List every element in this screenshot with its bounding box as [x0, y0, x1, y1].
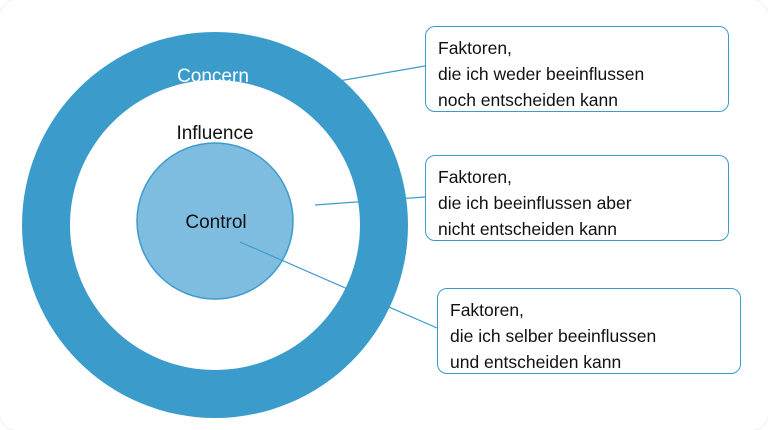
influence-connector [314, 196, 426, 206]
callout-line: Faktoren, [450, 300, 524, 320]
concern-callout: Faktoren, die ich weder beeinflussen noc… [425, 26, 729, 112]
callout-line: Faktoren, [438, 167, 512, 187]
concern-connector [309, 65, 426, 87]
control-label: Control [185, 212, 246, 233]
callout-line: die ich selber beeinflussen [450, 326, 657, 346]
callout-line: die ich weder beeinflussen [438, 64, 645, 84]
callout-line: nicht entscheiden kann [438, 219, 618, 239]
control-callout: Faktoren, die ich selber beeinflussen un… [437, 288, 741, 374]
callout-line: Faktoren, [438, 38, 512, 58]
influence-callout: Faktoren, die ich beeinflussen aber nich… [425, 155, 729, 241]
callout-line: noch entscheiden kann [438, 90, 618, 110]
influence-label: Influence [176, 123, 253, 144]
callout-line: und entscheiden kann [450, 352, 622, 372]
control-circle [136, 142, 294, 300]
callout-line: die ich beeinflussen aber [438, 193, 632, 213]
concern-label: Concern [177, 66, 249, 87]
control-connector [239, 241, 438, 329]
